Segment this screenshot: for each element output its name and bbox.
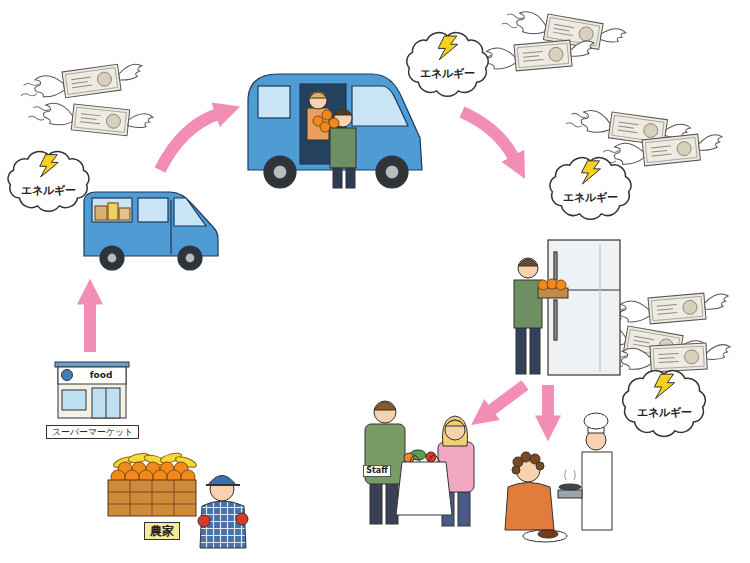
- node-text: スーパーマーケット: [52, 427, 133, 438]
- node-text: エネルギー: [21, 184, 76, 198]
- node-text: エネルギー: [420, 67, 475, 81]
- bubble-outline: [545, 154, 636, 222]
- thought-bubble: エネルギー: [618, 367, 710, 439]
- node-text: エネルギー: [637, 406, 692, 420]
- badge-text: Staff: [363, 465, 390, 476]
- farmer: [198, 476, 248, 549]
- node-text: 農家: [150, 524, 174, 538]
- thought-bubble: エネルギー: [545, 154, 636, 222]
- workers: [307, 91, 356, 188]
- restaurant-scene: [505, 413, 612, 542]
- van: [84, 192, 218, 270]
- bubble-outline: [402, 29, 493, 99]
- lightning-symbol: [581, 161, 600, 184]
- lightning-symbol: [654, 374, 674, 398]
- sign-text: food: [88, 370, 115, 380]
- worker-loading: [514, 258, 568, 374]
- supermarket: [55, 362, 129, 418]
- lightning-symbol: [438, 36, 458, 60]
- thought-bubble: エネルギー: [3, 148, 94, 214]
- name-tag: 農家: [144, 522, 180, 540]
- bubble-outline: [8, 152, 89, 212]
- refrigerator: [548, 240, 620, 375]
- shopping-scene: [365, 401, 474, 526]
- name-tag: スーパーマーケット: [46, 425, 139, 440]
- bubble-outline: [406, 33, 487, 97]
- bubble-outline: [549, 158, 630, 220]
- lightning-symbol: [39, 155, 58, 177]
- bubble-outline: [618, 367, 710, 439]
- bubble-outline: [623, 371, 706, 437]
- bubble-outline: [3, 148, 94, 214]
- thought-bubble: エネルギー: [402, 29, 493, 99]
- flying-money: [18, 6, 731, 374]
- delivery-van: [248, 74, 422, 188]
- node-text: エネルギー: [563, 191, 618, 205]
- farmer-produce: [108, 451, 198, 516]
